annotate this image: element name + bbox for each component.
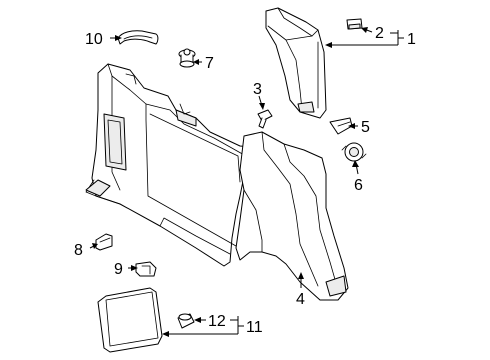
clip-part-2 xyxy=(346,18,363,30)
callout-5: 5 xyxy=(361,119,370,136)
retainer-part-9 xyxy=(135,261,157,277)
callout-12: 12 xyxy=(208,313,226,330)
upper-quarter-trim-part xyxy=(265,7,327,119)
callout-4: 4 xyxy=(296,291,305,308)
lower-pillar-trim-part xyxy=(235,131,349,301)
clip-part-8 xyxy=(95,233,113,251)
callout-labels: 10 7 2 1 3 5 6 4 8 9 12 11 xyxy=(74,25,416,336)
callout-6: 6 xyxy=(354,177,363,194)
leader-lines xyxy=(89,27,404,337)
callout-10: 10 xyxy=(85,31,103,48)
callout-8: 8 xyxy=(74,242,83,259)
callout-11: 11 xyxy=(246,319,263,336)
grab-handle-part xyxy=(117,30,159,45)
callout-7: 7 xyxy=(205,55,214,72)
grommet-part-6 xyxy=(341,142,367,162)
clip-part-7 xyxy=(178,48,196,68)
callout-3: 3 xyxy=(253,81,262,98)
callout-9: 9 xyxy=(114,261,123,278)
callout-2: 2 xyxy=(375,25,384,42)
callout-1: 1 xyxy=(407,31,416,48)
cover-panel-part xyxy=(97,287,163,353)
quarter-trim-panel xyxy=(85,63,267,267)
fastener-part-3 xyxy=(257,109,273,129)
clip-part-12 xyxy=(177,313,195,329)
